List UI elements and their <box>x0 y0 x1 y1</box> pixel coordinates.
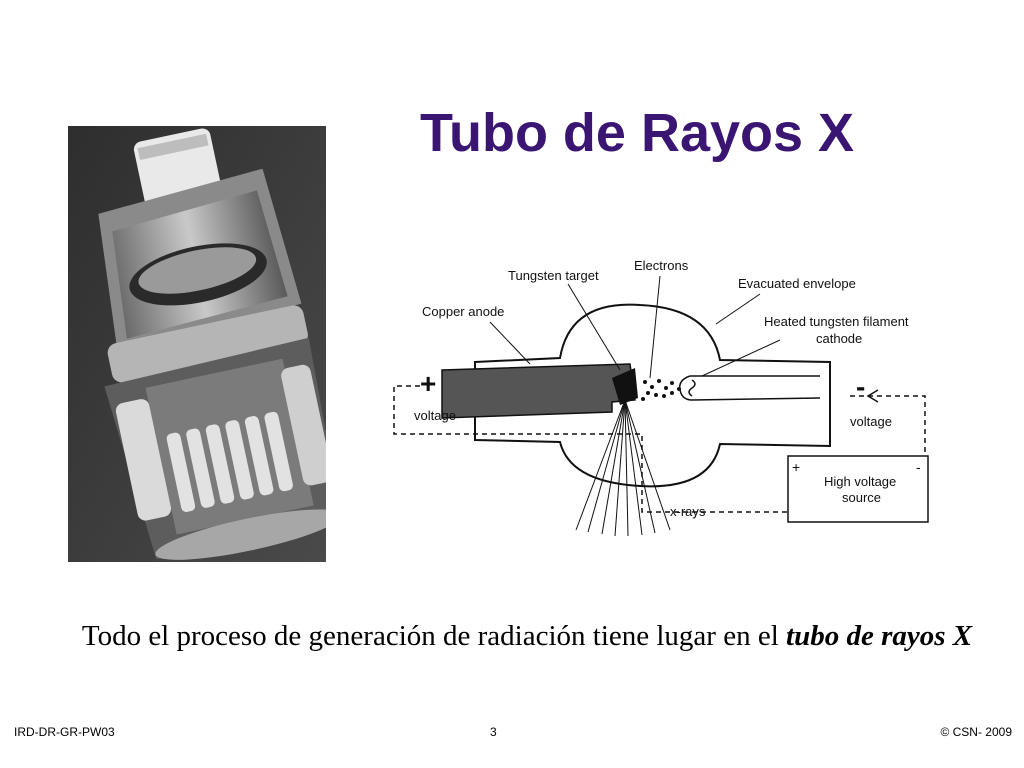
label-xrays: x-rays <box>670 504 706 519</box>
heated-filament <box>678 375 821 401</box>
label-voltage-left: voltage <box>414 408 456 423</box>
label-plus-anode: + <box>420 368 436 399</box>
copper-anode <box>441 363 636 419</box>
high-voltage-source-box <box>787 455 929 523</box>
xray-tube-diagram: Tungsten target Electrons Evacuated enve… <box>393 258 929 537</box>
caption-emphasis: tubo de rayos X <box>786 620 973 652</box>
electron-stream <box>641 379 681 401</box>
xray-tube-photo <box>68 126 326 562</box>
evacuated-envelope-outline <box>474 303 831 488</box>
footer-copyright: © CSN- 2009 <box>940 725 1012 739</box>
label-source-minus: - <box>916 459 921 475</box>
label-filament-line2: cathode <box>816 331 862 346</box>
xray-beams <box>575 399 671 537</box>
label-minus-cathode: - <box>856 371 865 402</box>
label-filament-line1: Heated tungsten filament <box>764 314 909 329</box>
footer-page-number: 3 <box>490 725 497 739</box>
label-tungsten-target: Tungsten target <box>508 268 599 283</box>
footer-doc-code: IRD-DR-GR-PW03 <box>14 725 115 739</box>
label-electrons: Electrons <box>634 258 689 273</box>
label-source-plus: + <box>792 459 800 475</box>
slide-caption: Todo el proceso de generación de radiaci… <box>70 616 984 656</box>
slide-title: Tubo de Rayos X <box>420 103 855 163</box>
label-source-line2: source <box>842 490 881 505</box>
tungsten-target <box>612 368 638 405</box>
label-voltage-right: voltage <box>850 414 892 429</box>
label-source-line1: High voltage <box>824 474 896 489</box>
label-evacuated-envelope: Evacuated envelope <box>738 276 856 291</box>
label-copper-anode: Copper anode <box>422 304 504 319</box>
caption-text: Todo el proceso de generación de radiaci… <box>81 620 787 652</box>
